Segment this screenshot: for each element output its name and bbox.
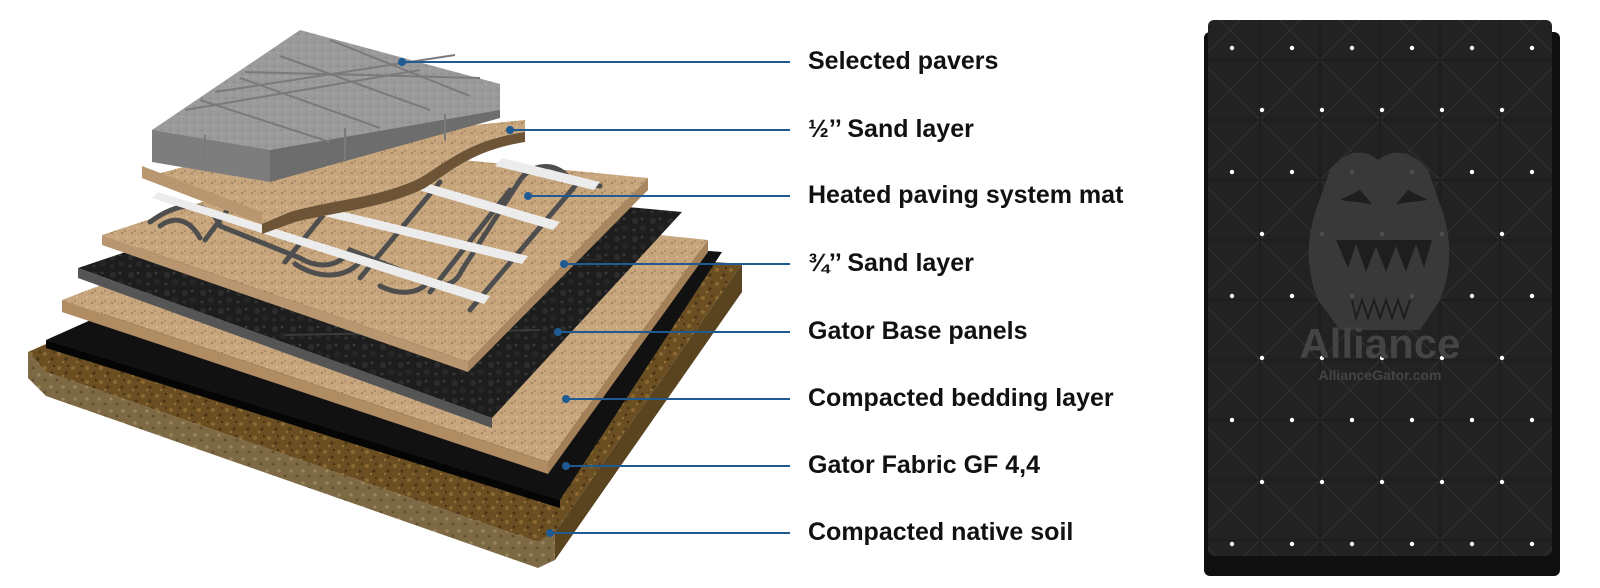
drainage-hole	[1499, 479, 1505, 485]
label-half-inch-sand-layer: ½’’ Sand layer	[808, 115, 974, 143]
drainage-hole	[1229, 293, 1235, 299]
drainage-hole	[1529, 169, 1535, 175]
label-compacted-bedding-layer: Compacted bedding layer	[808, 384, 1114, 412]
drainage-hole	[1289, 169, 1295, 175]
drainage-hole	[1529, 293, 1535, 299]
leader-dots	[398, 58, 570, 537]
alligator-head-icon	[1308, 152, 1450, 330]
drainage-hole	[1439, 355, 1445, 361]
drainage-hole	[1469, 45, 1475, 51]
drainage-hole	[1529, 541, 1535, 547]
brand-url: AllianceGator.com	[1319, 367, 1442, 383]
drainage-hole	[1469, 541, 1475, 547]
drainage-hole	[1529, 45, 1535, 51]
drainage-hole	[1289, 541, 1295, 547]
drainage-hole	[1229, 45, 1235, 51]
drainage-hole	[1229, 417, 1235, 423]
drainage-hole	[1259, 479, 1265, 485]
gator-base-panel-photo: Alliance AllianceGator.com	[1204, 20, 1560, 576]
drainage-hole	[1379, 107, 1385, 113]
leader-lines	[402, 61, 790, 534]
drainage-hole	[1259, 355, 1265, 361]
drainage-hole	[1469, 169, 1475, 175]
label-gator-fabric: Gator Fabric GF 4,4	[808, 451, 1041, 479]
drainage-hole	[1409, 45, 1415, 51]
label-selected-pavers: Selected pavers	[808, 47, 999, 75]
drainage-hole	[1439, 479, 1445, 485]
drainage-hole	[1229, 169, 1235, 175]
label-gator-base-panels: Gator Base panels	[808, 317, 1028, 345]
drainage-hole	[1439, 107, 1445, 113]
drainage-hole	[1379, 355, 1385, 361]
drainage-hole	[1349, 45, 1355, 51]
drainage-hole	[1289, 417, 1295, 423]
drainage-hole	[1319, 107, 1325, 113]
drainage-hole	[1499, 107, 1505, 113]
drainage-hole	[1529, 417, 1535, 423]
drainage-hole	[1499, 231, 1505, 237]
drainage-holes	[1229, 45, 1535, 547]
brand-name: Alliance	[1299, 320, 1460, 367]
drainage-hole	[1379, 479, 1385, 485]
drainage-hole	[1469, 293, 1475, 299]
drainage-hole	[1319, 479, 1325, 485]
drainage-hole	[1289, 45, 1295, 51]
drainage-hole	[1259, 107, 1265, 113]
drainage-hole	[1409, 417, 1415, 423]
label-three-quarter-inch-sand-layer: ¾’’ Sand layer	[808, 249, 974, 277]
drainage-hole	[1499, 355, 1505, 361]
drainage-hole	[1289, 293, 1295, 299]
label-compacted-native-soil: Compacted native soil	[808, 518, 1074, 546]
drainage-hole	[1349, 541, 1355, 547]
drainage-hole	[1349, 417, 1355, 423]
pavers-layer	[152, 30, 500, 182]
drainage-hole	[1469, 417, 1475, 423]
heated-mat-straps	[152, 158, 600, 304]
drainage-hole	[1409, 541, 1415, 547]
drainage-hole	[1229, 541, 1235, 547]
sand-layer-half	[142, 120, 525, 234]
label-heated-paving-mat: Heated paving system mat	[808, 181, 1124, 209]
drainage-hole	[1319, 355, 1325, 361]
drainage-hole	[1259, 231, 1265, 237]
